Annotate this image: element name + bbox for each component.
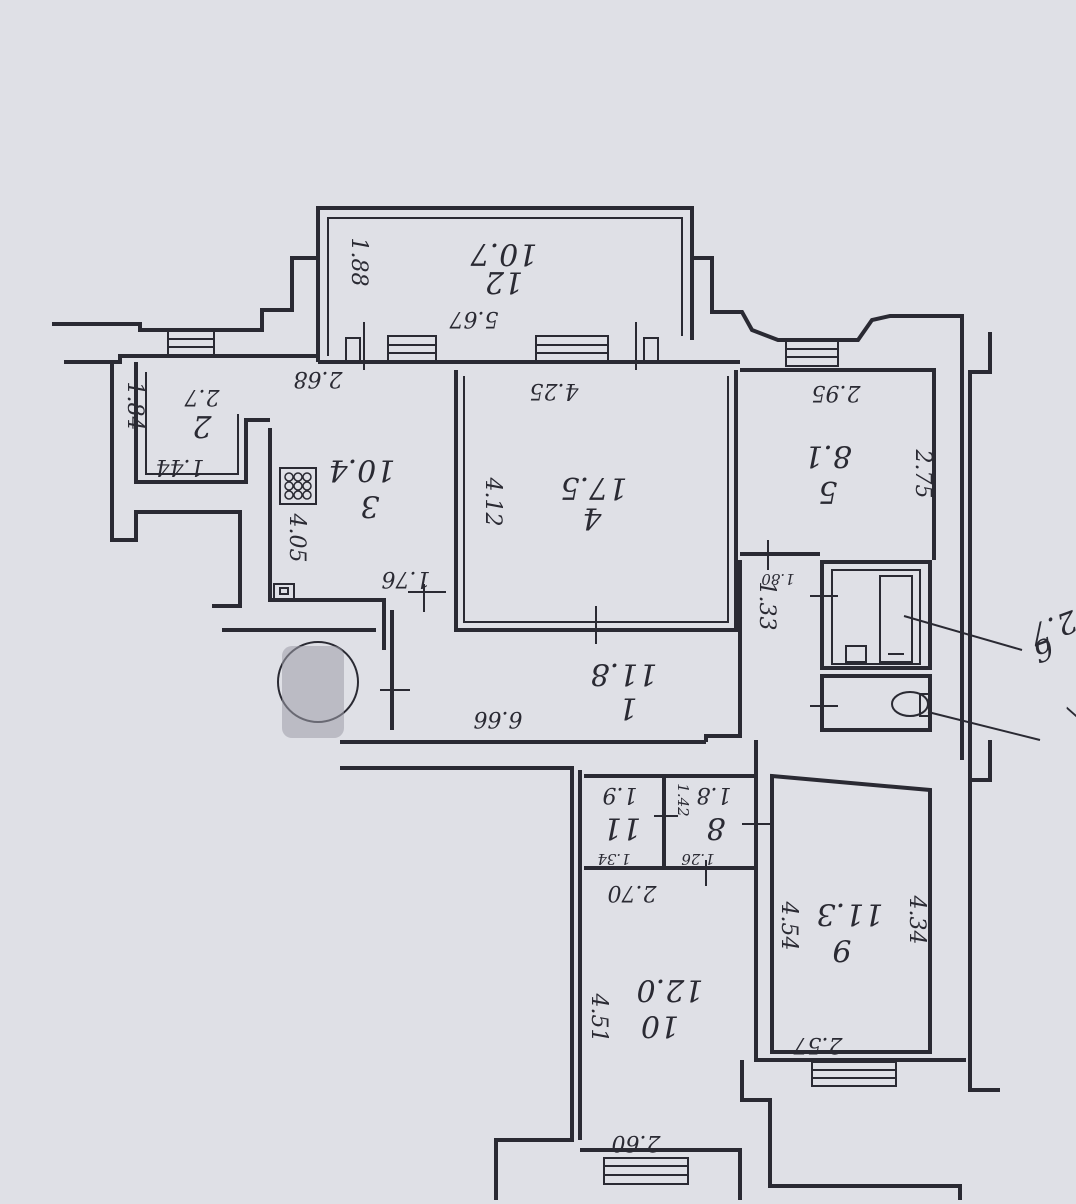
room-8-width: 1.26	[681, 850, 715, 868]
room-2-height: 1.84	[122, 382, 147, 431]
window-6	[603, 1157, 689, 1185]
room-8-area: 1.8	[697, 782, 732, 807]
room-9-height-left: 4.54	[776, 901, 801, 951]
room-9-number: 9	[832, 932, 851, 967]
room-1-area: 11.8	[591, 656, 658, 691]
room-9-height-right: 4.34	[904, 895, 929, 945]
room-11-area: 1.9	[603, 782, 638, 807]
stove-icon	[279, 467, 317, 505]
room-4-height: 4.12	[480, 477, 505, 527]
window-2	[387, 335, 437, 363]
room-3-number: 3	[360, 488, 379, 523]
room-4-width: 4.25	[530, 378, 580, 403]
room-10-width-top: 2.70	[608, 880, 658, 905]
room-2-width: 1.44	[156, 454, 205, 479]
outer-walls	[52, 206, 1000, 1200]
room-7-number: 7	[1056, 701, 1076, 727]
window-4	[785, 339, 839, 367]
sink-icon	[273, 583, 295, 601]
room-1-height: 1.76	[382, 566, 431, 591]
room-1-width: 6.66	[474, 706, 523, 731]
room-8-height: 1.42	[674, 783, 692, 816]
room-5-width: 2.95	[812, 380, 862, 405]
room-8-number: 8	[706, 810, 725, 845]
window-3	[535, 335, 609, 363]
room-11-width: 1.34	[597, 850, 630, 868]
toilet-icon	[891, 691, 931, 717]
room-4-area: 17.5	[561, 470, 628, 505]
room-5-number: 5	[818, 474, 837, 509]
blurred-patch	[282, 646, 344, 738]
room-12-height: 1.88	[346, 238, 371, 287]
room-3-width: 2.68	[294, 366, 344, 391]
washbasin-icon	[845, 645, 867, 663]
room-5-area: 8.1	[804, 438, 852, 473]
window-1	[167, 329, 215, 357]
room-11-number: 11	[603, 810, 641, 845]
room-5-height: 2.75	[910, 449, 935, 499]
room-12-area: 10.7	[470, 236, 538, 271]
room-10-area: 12.0	[637, 972, 704, 1007]
room-1-number: 1	[618, 690, 637, 725]
door-dimension: 1.80	[761, 570, 795, 588]
room-10-width-bottom: 2.60	[612, 1130, 662, 1155]
room-10-number: 10	[641, 1008, 679, 1043]
interior-walls	[134, 362, 966, 1140]
room-1-door-dim: 1.33	[754, 582, 779, 631]
window-7	[643, 337, 659, 363]
room-3-height: 4.05	[284, 513, 309, 563]
door-marks	[363, 322, 838, 886]
room-9-area: 11.3	[817, 896, 884, 931]
room-9-width: 2.57	[794, 1032, 844, 1057]
room-labels: 12 10.7 5.67 1.88 2 2.7 1.44 1.84 3 10.4…	[122, 236, 1076, 1155]
room-2-area: 2.7	[185, 384, 221, 409]
window-8	[345, 337, 361, 363]
window-5	[811, 1061, 897, 1087]
room-12-number: 12	[485, 264, 523, 299]
room-12-width: 5.67	[450, 306, 499, 331]
windows	[167, 329, 897, 1185]
leader-lines	[903, 615, 1041, 741]
room-3-area: 10.4	[329, 452, 396, 487]
room-4-number: 4	[582, 500, 602, 535]
room-10-height: 4.51	[586, 993, 611, 1043]
room-2-number: 2	[192, 408, 212, 443]
